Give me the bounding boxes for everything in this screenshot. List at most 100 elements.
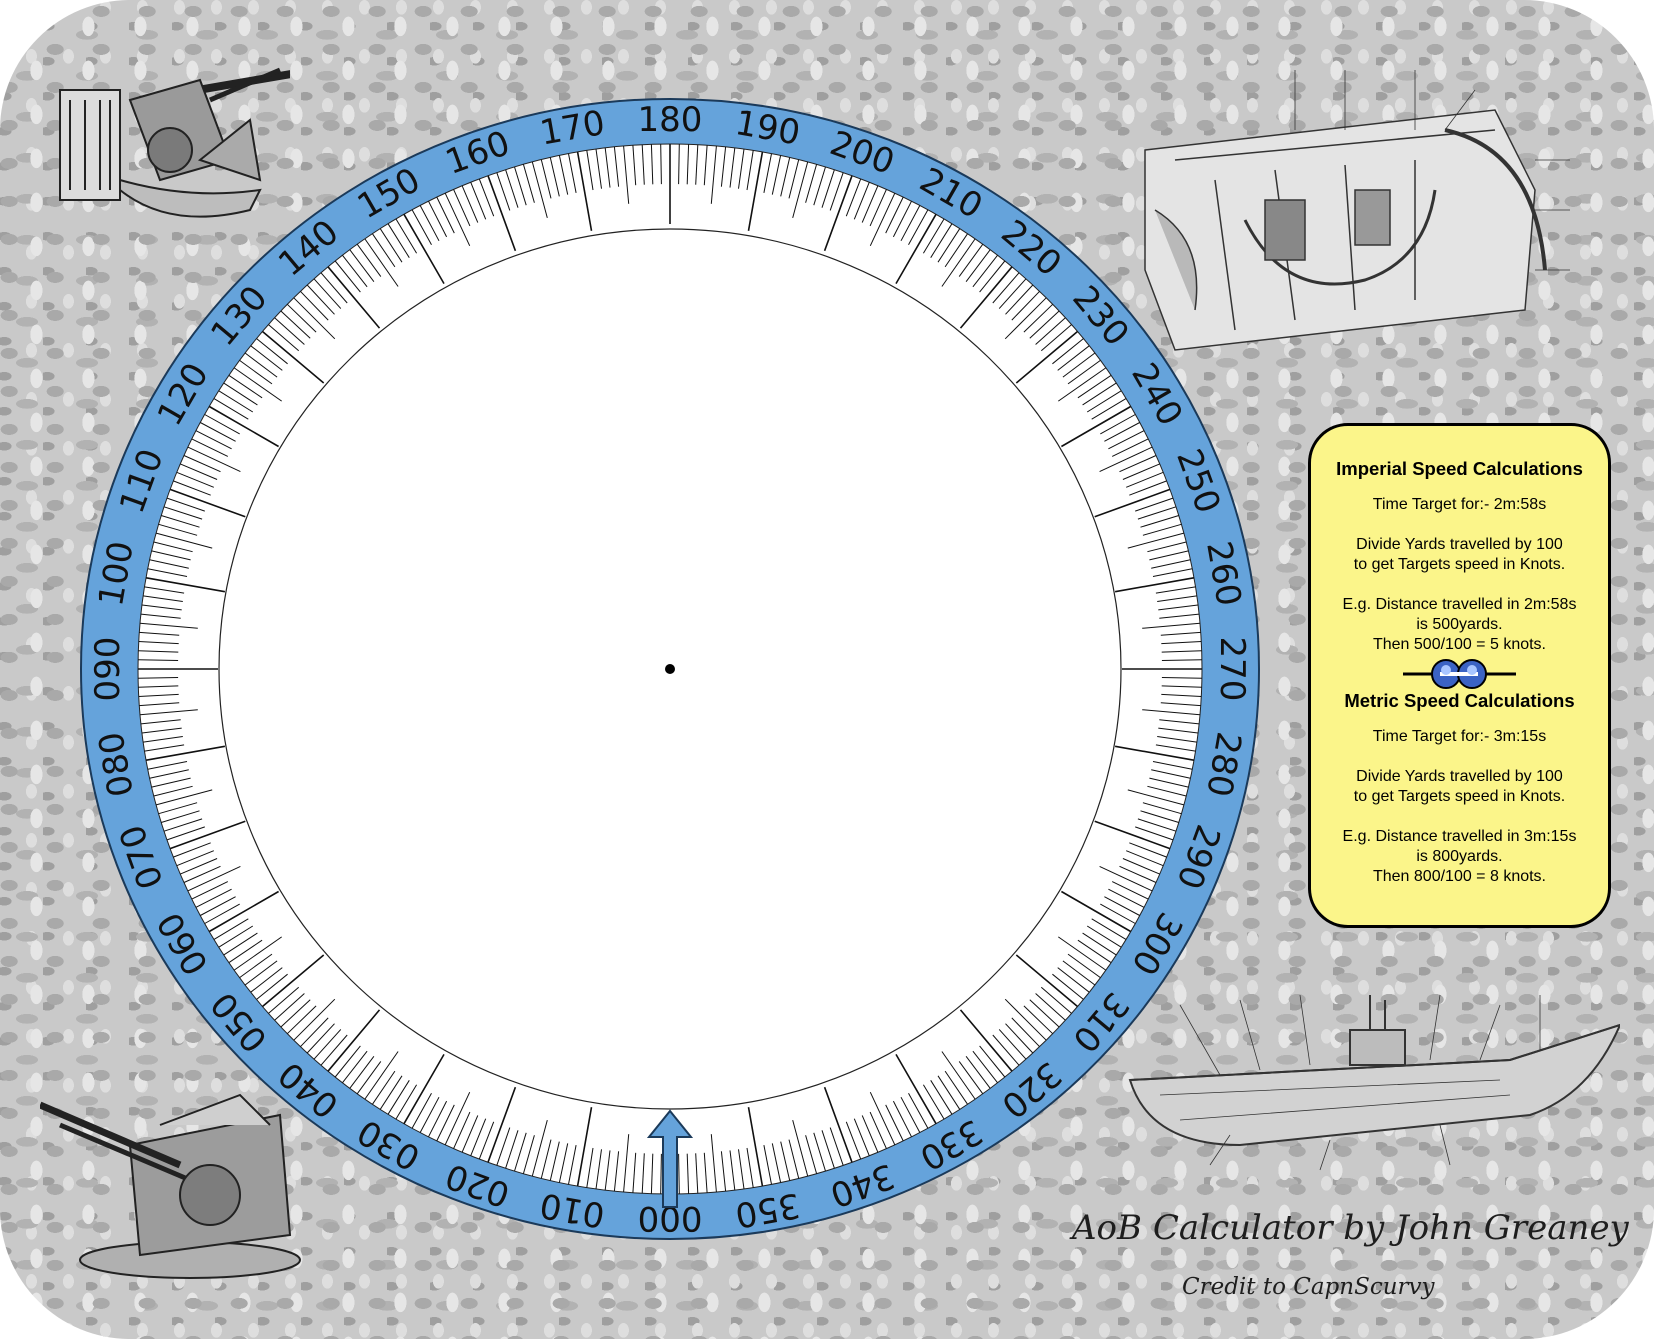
- tick-256: [1147, 541, 1187, 553]
- tick-80: [145, 745, 226, 761]
- tick-203: [861, 185, 879, 223]
- tick-26: [436, 1104, 455, 1142]
- tick-182: [686, 144, 690, 185]
- tick-105: [155, 532, 213, 549]
- tick-206: [885, 196, 904, 234]
- tick-187: [729, 147, 736, 188]
- tick-198: [821, 169, 835, 208]
- tick-220: [959, 266, 1013, 329]
- tick-183: [695, 144, 699, 185]
- tick-15: [531, 1119, 548, 1177]
- tick-197: [813, 166, 826, 206]
- tick-138: [313, 278, 342, 309]
- tick-67: [180, 858, 218, 875]
- tick-136: [300, 290, 329, 321]
- tick-202: [853, 182, 870, 220]
- tick-125: [233, 367, 282, 402]
- center-pivot[interactable]: [665, 664, 675, 674]
- tick-306: [1067, 953, 1101, 979]
- tick-106: [158, 523, 198, 536]
- tick-230: [1015, 330, 1079, 384]
- tick-61: [204, 903, 240, 924]
- degree-label-180: 180: [638, 100, 703, 140]
- tick-325: [941, 1051, 976, 1100]
- tick-346: [788, 1139, 800, 1179]
- tick-345: [792, 1119, 809, 1177]
- tick-51: [256, 973, 288, 1000]
- tick-100: [145, 577, 226, 593]
- author-signature: AoB Calculator by John Greaney: [1072, 1208, 1629, 1248]
- tick-86: [139, 702, 180, 707]
- anchor-machinery-illustration: [1144, 70, 1570, 351]
- imperial-divide-line-2: to get Targets speed in Knots.: [1353, 556, 1566, 573]
- tick-279: [1155, 744, 1196, 752]
- tick-58: [218, 925, 254, 948]
- tick-79: [147, 761, 188, 770]
- tick-120: [208, 405, 279, 448]
- metric-time-target: Time Target for:- 3m:15s: [1372, 728, 1547, 745]
- tick-157: [461, 185, 479, 223]
- tick-355: [710, 1134, 717, 1193]
- degree-label-270: 270: [1212, 637, 1252, 702]
- tick-122: [218, 390, 254, 413]
- tick-195: [792, 161, 809, 219]
- tick-42: [313, 1029, 342, 1060]
- tick-168: [558, 155, 569, 195]
- tick-192: [771, 155, 782, 195]
- tick-65: [187, 865, 241, 892]
- tick-255: [1127, 532, 1185, 549]
- tick-233: [1062, 352, 1096, 378]
- tick-66: [183, 865, 221, 883]
- tick-204: [869, 189, 887, 227]
- tick-337: [861, 1115, 879, 1153]
- tick-56: [228, 939, 263, 964]
- tick-276: [1159, 719, 1200, 725]
- tick-227: [1029, 310, 1060, 339]
- tick-344: [805, 1135, 818, 1174]
- tick-269: [1161, 659, 1202, 661]
- tick-359: [678, 1153, 680, 1194]
- tick-114: [183, 455, 221, 473]
- tick-10: [576, 1107, 593, 1187]
- tick-22: [470, 1118, 487, 1156]
- tick-117: [195, 430, 232, 450]
- tick-30: [403, 1054, 445, 1125]
- tick-303: [1082, 932, 1117, 956]
- tick-6: [613, 1151, 620, 1192]
- tick-34: [372, 1070, 396, 1105]
- tick-326: [944, 1070, 968, 1105]
- tick-330: [895, 1054, 937, 1125]
- tick-261: [1155, 586, 1196, 594]
- tick-323: [965, 1055, 991, 1089]
- tick-104: [153, 541, 193, 553]
- tick-178: [650, 144, 654, 185]
- tick-113: [180, 463, 218, 480]
- degree-label-090: 090: [88, 637, 128, 702]
- tick-139: [320, 272, 348, 304]
- tick-258: [1151, 559, 1191, 569]
- tick-260: [1114, 577, 1195, 593]
- tick-108: [163, 506, 203, 520]
- tick-marks: [138, 144, 1202, 1194]
- tick-301: [1091, 918, 1127, 940]
- tick-3: [641, 1153, 645, 1194]
- pointer-arrow[interactable]: [646, 1109, 694, 1208]
- tick-36: [356, 1061, 382, 1094]
- anti-aircraft-gun-illustration: [40, 1093, 301, 1279]
- tick-308: [1057, 967, 1090, 993]
- tick-174: [613, 146, 620, 187]
- tick-121: [213, 398, 249, 420]
- tick-179: [660, 144, 662, 185]
- tick-245: [1099, 446, 1153, 473]
- tick-271: [1161, 677, 1202, 679]
- tick-103: [151, 550, 191, 561]
- tick-273: [1161, 693, 1202, 697]
- tick-134: [286, 303, 317, 333]
- tick-99: [144, 586, 185, 594]
- tick-95: [139, 622, 198, 629]
- tick-162: [505, 169, 519, 208]
- tick-316: [1011, 1017, 1040, 1048]
- tick-223: [1005, 284, 1034, 315]
- tick-132: [274, 317, 305, 345]
